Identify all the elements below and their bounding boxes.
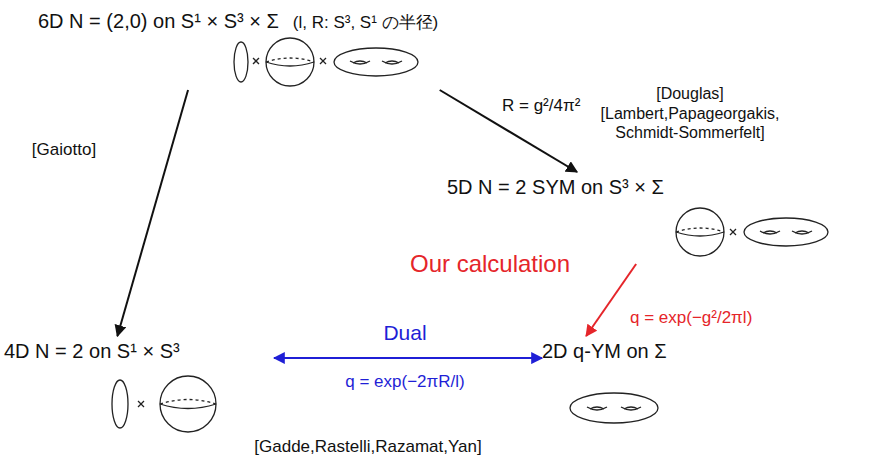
times-symbol [730,229,736,235]
radius-note: (l, R: S³, S¹ の半径) [293,11,438,34]
mapping-arrow [274,357,542,359]
sphere-figure [160,376,216,432]
circle-figure [112,380,128,428]
space-title: 6D N = (2,0) on S¹ × S³ × Σ [38,10,279,33]
coupling-formula: q = exp(−2πR/l) [343,372,466,392]
node-text-row: 6D N = (2,0) on S¹ × S³ × Σ (l, R: S³, S¹… [38,6,522,34]
space-title: 2D q-YM on Σ [542,340,667,363]
node-text-row: 2D q-YM on Σ [542,336,726,363]
genus-two-surface [334,48,418,76]
node-text-row: 4D N = 2 on S¹ × S³ [4,336,274,363]
citation-label: [Gadde,Rastelli,Razamat,Yan] [252,437,483,457]
citation-label: [Douglas] [654,84,726,103]
sphere-figure [676,208,724,256]
citation-label: [Lambert,Papageorgakis, Schmidt-Sommerfe… [591,104,790,142]
space-node: 2D q-YM on Σ [542,336,726,428]
genus-two-surface [570,393,658,423]
times-symbol [320,58,326,64]
coupling-formula: q = exp(−g²/2πl) [628,308,754,328]
edge-label: Our calculation [408,250,572,279]
space-node: 6D N = (2,0) on S¹ × S³ × Σ (l, R: S³, S¹… [38,6,522,90]
edge-label: R = g²/4π² [500,96,582,116]
space-node: 4D N = 2 on S¹ × S³ [4,336,274,436]
sphere-figure [266,38,314,86]
node-text-row: 5D N = 2 SYM on S³ × Σ [447,172,841,199]
circle-figure [234,42,248,82]
times-symbol [253,58,259,64]
genus-two-surface [744,218,828,246]
space-title: 5D N = 2 SYM on S³ × Σ [447,176,664,199]
edge-label: Dual [381,320,428,345]
mapping-arrow [117,90,188,336]
times-symbol [138,401,144,407]
space-title: 4D N = 2 on S¹ × S³ [4,340,180,363]
edge-label: [Gaiotto] [30,140,98,160]
